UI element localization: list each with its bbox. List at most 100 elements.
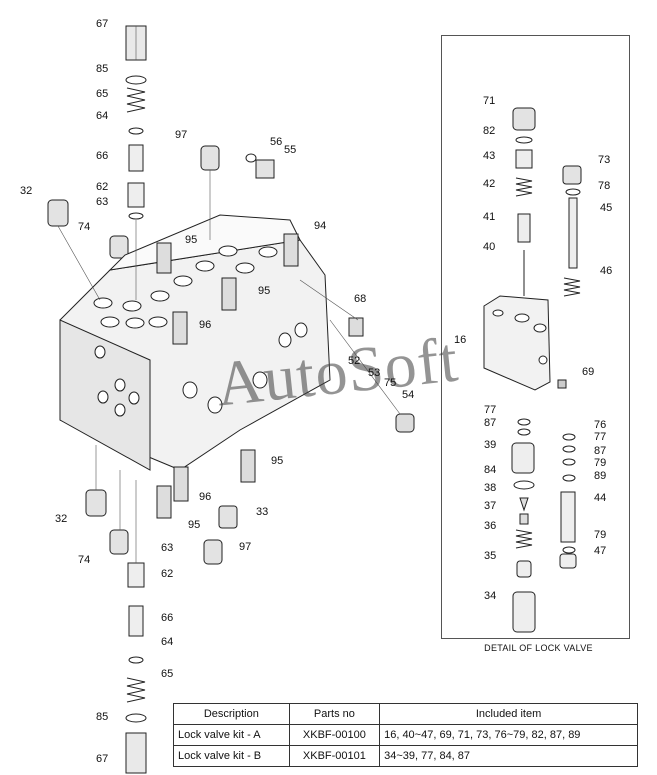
lock-valve-detail-frame	[441, 35, 630, 639]
part-label-66-bot: 66	[161, 612, 174, 624]
part-label-94: 94	[314, 220, 327, 232]
part-label-68: 68	[354, 293, 367, 305]
part-label-95-a: 95	[185, 234, 198, 246]
cartridge-96-b	[173, 466, 189, 502]
cell-parts-no: XKBF-00101	[288, 745, 381, 767]
kit-table: Description Parts no Included item Lock …	[173, 703, 638, 767]
plug-97-bot	[203, 539, 223, 565]
part-label-71: 71	[483, 95, 496, 107]
part-label-63-bot: 63	[161, 542, 174, 554]
part-label-33: 33	[256, 506, 269, 518]
top-parts-stack	[125, 25, 147, 220]
part-label-16: 16	[454, 334, 467, 346]
plug-74-bot	[109, 529, 129, 555]
part-label-41: 41	[483, 211, 496, 223]
part-label-67-bot: 67	[96, 753, 109, 765]
part-label-85-bot: 85	[96, 711, 109, 723]
block-ports	[93, 245, 308, 417]
part-label-40: 40	[483, 241, 496, 253]
part-label-64-bot: 64	[161, 636, 174, 648]
part-label-66-top: 66	[96, 150, 109, 162]
part-label-65-top: 65	[96, 88, 109, 100]
part-label-77-b: 77	[594, 431, 607, 443]
part-54	[395, 413, 415, 433]
bottom-parts-stack	[125, 562, 147, 774]
part-label-74-bot: 74	[78, 554, 91, 566]
part-label-97-top: 97	[175, 129, 188, 141]
part-label-89: 89	[594, 470, 607, 482]
part-label-69: 69	[582, 366, 595, 378]
part-label-38: 38	[484, 482, 497, 494]
table-row: Lock valve kit - A XKBF-00100 16, 40~47,…	[173, 724, 638, 746]
part-56	[245, 153, 257, 163]
part-label-75: 75	[384, 377, 397, 389]
cartridge-95-d	[240, 449, 256, 483]
cell-parts-no: XKBF-00100	[288, 724, 381, 746]
part-label-32-top: 32	[20, 185, 33, 197]
part-label-56: 56	[270, 136, 283, 148]
part-label-78: 78	[598, 180, 611, 192]
header-parts-no: Parts no	[288, 703, 381, 725]
cartridge-95-c	[156, 485, 172, 519]
cell-included-item: 34~39, 77, 84, 87	[379, 745, 638, 767]
lock-valve-parts	[483, 107, 582, 633]
part-label-44: 44	[594, 492, 607, 504]
kit-table-header: Description Parts no Included item	[173, 703, 638, 725]
detail-title: DETAIL OF LOCK VALVE	[484, 643, 593, 653]
part-label-46: 46	[600, 265, 613, 277]
plug-74-top	[109, 235, 129, 259]
table-row: Lock valve kit - B XKBF-00101 34~39, 77,…	[173, 745, 638, 767]
part-label-84: 84	[484, 464, 497, 476]
part-label-73: 73	[598, 154, 611, 166]
plug-32-top	[47, 199, 69, 227]
part-label-96-a: 96	[199, 319, 212, 331]
part-label-96-b: 96	[199, 491, 212, 503]
part-label-37: 37	[484, 500, 497, 512]
part-label-32-bot: 32	[55, 513, 68, 525]
part-label-74-top: 74	[78, 221, 91, 233]
part-label-76: 76	[594, 419, 607, 431]
part-label-87-b: 87	[594, 445, 607, 457]
plug-97-top	[200, 145, 220, 171]
part-55	[255, 159, 275, 179]
part-label-85-top: 85	[96, 63, 109, 75]
plug-32-bot	[85, 489, 107, 517]
cartridge-96-a	[172, 311, 188, 345]
part-label-64-top: 64	[96, 110, 109, 122]
cell-description: Lock valve kit - A	[173, 724, 290, 746]
part-label-82: 82	[483, 125, 496, 137]
part-label-65-bot: 65	[161, 668, 174, 680]
part-label-42: 42	[483, 178, 496, 190]
part-label-52: 52	[348, 355, 361, 367]
part-label-79-b: 79	[594, 529, 607, 541]
part-label-95-b: 95	[258, 285, 271, 297]
part-label-35: 35	[484, 550, 497, 562]
part-label-97-bot: 97	[239, 541, 252, 553]
cell-included-item: 16, 40~47, 69, 71, 73, 76~79, 82, 87, 89	[379, 724, 638, 746]
part-label-62-top: 62	[96, 181, 109, 193]
part-label-55: 55	[284, 144, 297, 156]
part-label-39: 39	[484, 439, 497, 451]
part-label-62-bot: 62	[161, 568, 174, 580]
cartridge-95-a	[156, 242, 172, 274]
part-label-45: 45	[600, 202, 613, 214]
cell-description: Lock valve kit - B	[173, 745, 290, 767]
part-label-67-top: 67	[96, 18, 109, 30]
part-label-77-a: 77	[484, 404, 497, 416]
part-label-34: 34	[484, 590, 497, 602]
part-label-47: 47	[594, 545, 607, 557]
cartridge-95-b	[221, 277, 237, 311]
part-label-95-d: 95	[271, 455, 284, 467]
part-label-54: 54	[402, 389, 415, 401]
header-description: Description	[173, 703, 290, 725]
part-label-87-a: 87	[484, 417, 497, 429]
part-label-95-c: 95	[188, 519, 201, 531]
part-label-53: 53	[368, 367, 381, 379]
header-included-item: Included item	[379, 703, 638, 725]
part-68	[348, 317, 364, 337]
cartridge-94	[283, 233, 299, 267]
part-label-36: 36	[484, 520, 497, 532]
part-label-79-a: 79	[594, 457, 607, 469]
